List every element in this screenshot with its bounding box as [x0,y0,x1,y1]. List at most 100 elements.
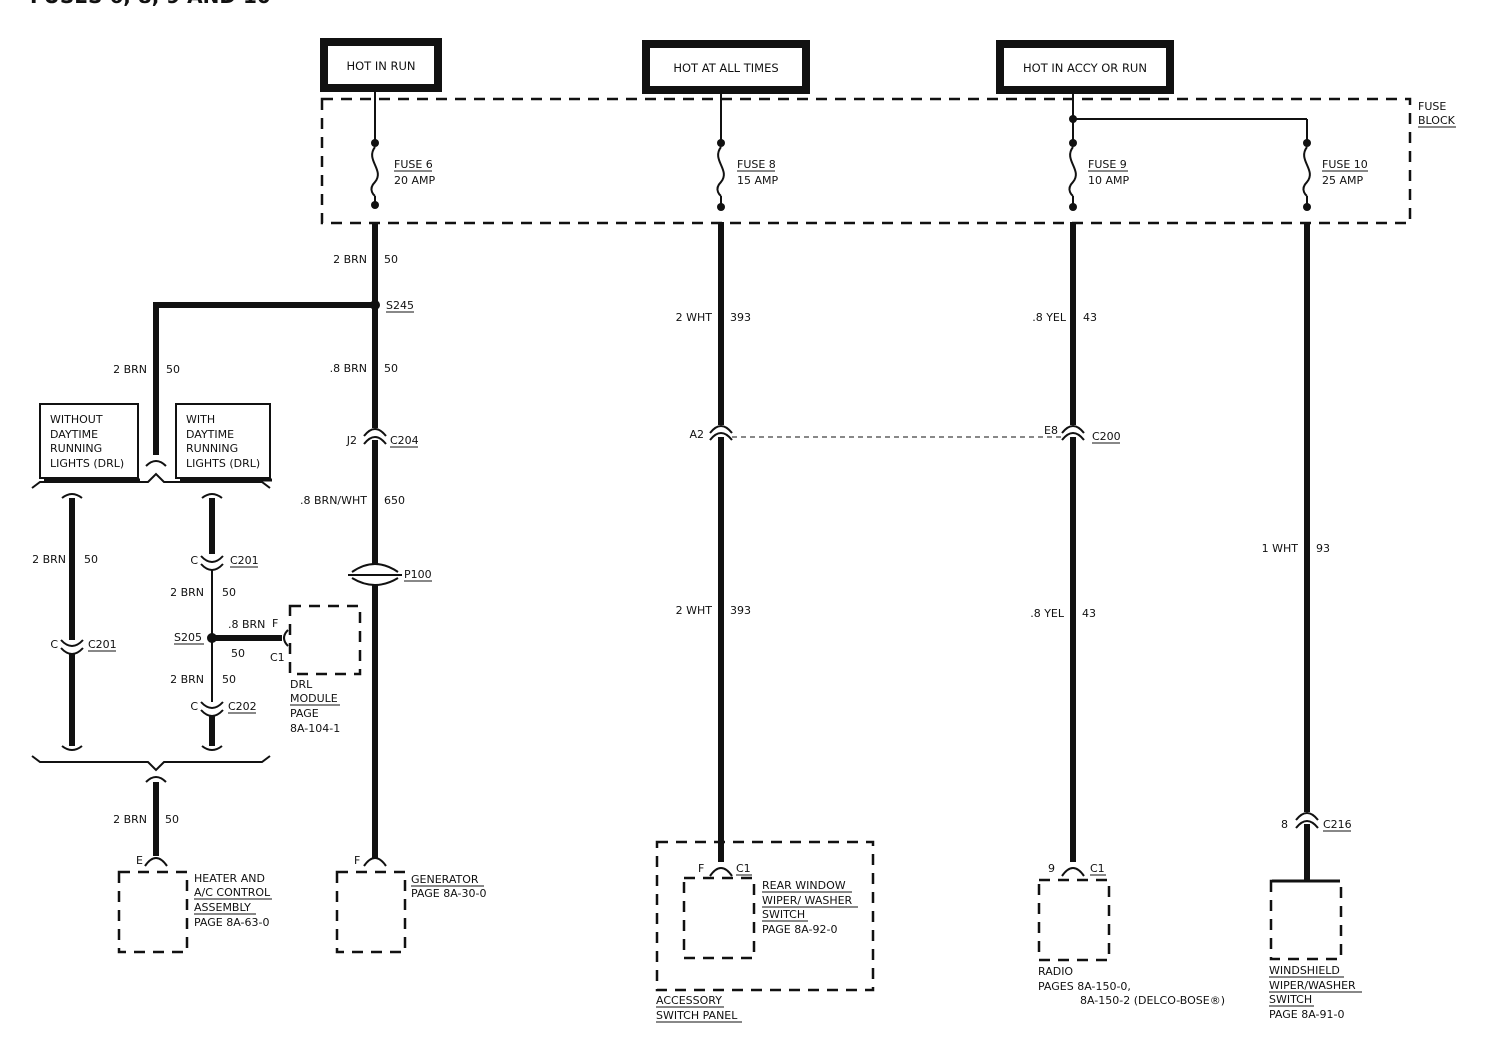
svg-text:8A-104-1: 8A-104-1 [290,722,340,735]
svg-text:C: C [50,638,58,651]
svg-text:LIGHTS (DRL): LIGHTS (DRL) [50,457,124,470]
svg-text:ASSEMBLY: ASSEMBLY [194,901,251,914]
diagram-title: FUSES 6, 8, 9 AND 10 [30,0,271,8]
svg-text:HEATER AND: HEATER AND [194,872,265,885]
svg-text:C201: C201 [88,638,117,651]
svg-text:393: 393 [730,604,751,617]
svg-text:PAGES 8A-150-0,: PAGES 8A-150-0, [1038,980,1131,993]
connector-c200-a2: A2 [689,425,733,441]
svg-text:8: 8 [1281,818,1288,831]
svg-text:2 BRN: 2 BRN [113,813,147,826]
svg-text:.8 BRN/WHT: .8 BRN/WHT [300,494,367,507]
svg-text:C216: C216 [1323,818,1352,831]
fuse-block-label: FUSE [1418,100,1446,113]
wire-s245-left [153,302,375,455]
connector-c202: C C202 [190,700,257,717]
svg-text:C: C [190,554,198,567]
header-hot-at-all-times: HOT AT ALL TIMES [642,40,810,94]
svg-text:50: 50 [222,586,236,599]
svg-text:2 BRN: 2 BRN [333,253,367,266]
svg-text:F: F [272,617,278,630]
svg-text:DRL: DRL [290,678,313,691]
svg-text:.8 BRN: .8 BRN [228,618,265,631]
svg-text:PAGE 8A-91-0: PAGE 8A-91-0 [1269,1008,1344,1021]
svg-text:PAGE: PAGE [290,707,319,720]
rear-wiper-switch-box [682,876,756,960]
splice-s245 [370,300,380,310]
connector-c201-left: C C201 [50,638,117,655]
fuse-9: FUSE 9 10 AMP [1068,92,1307,211]
svg-text:15 AMP: 15 AMP [737,174,779,187]
svg-text:P100: P100 [404,568,432,581]
passthrough-p100: P100 [348,563,432,586]
svg-text:2 BRN: 2 BRN [170,673,204,686]
svg-text:C1: C1 [1090,862,1105,875]
svg-text:ACCESSORY: ACCESSORY [656,994,722,1007]
svg-text:WITH: WITH [186,413,215,426]
svg-text:50: 50 [222,673,236,686]
svg-text:C1: C1 [270,651,285,664]
svg-text:393: 393 [730,311,751,324]
fuse-8: FUSE 8 15 AMP [716,92,779,211]
svg-text:43: 43 [1083,311,1097,324]
svg-text:LIGHTS (DRL): LIGHTS (DRL) [186,457,260,470]
svg-text:PAGE 8A-63-0: PAGE 8A-63-0 [194,916,269,929]
svg-text:F: F [354,854,360,867]
svg-text:A/C CONTROL: A/C CONTROL [194,886,271,899]
svg-text:SWITCH PANEL: SWITCH PANEL [656,1009,738,1022]
svg-text:WITHOUT: WITHOUT [50,413,103,426]
svg-text:C1: C1 [736,862,751,875]
svg-text:RUNNING: RUNNING [186,442,238,455]
svg-text:WINDSHIELD: WINDSHIELD [1269,964,1340,977]
svg-text:HOT IN ACCY OR RUN: HOT IN ACCY OR RUN [1023,61,1147,75]
drl-module-box [288,604,362,676]
svg-text:1 WHT: 1 WHT [1262,542,1299,555]
option-without-drl: WITHOUT DAYTIME RUNNING LIGHTS (DRL) [39,403,140,482]
accessory-switch-panel [655,840,875,992]
svg-text:FUSE 6: FUSE 6 [394,158,433,171]
generator-box [335,870,407,954]
svg-text:PAGE 8A-92-0: PAGE 8A-92-0 [762,923,837,936]
svg-text:E: E [136,854,143,867]
svg-text:FUSE 8: FUSE 8 [737,158,776,171]
fuse-10: FUSE 10 25 AMP [1302,119,1368,211]
svg-text:SWITCH: SWITCH [1269,993,1312,1006]
svg-text:FUSE 10: FUSE 10 [1322,158,1368,171]
svg-text:50: 50 [165,813,179,826]
svg-text:DAYTIME: DAYTIME [50,428,98,441]
svg-text:9: 9 [1048,862,1055,875]
svg-text:C: C [190,700,198,713]
svg-text:GENERATOR: GENERATOR [411,873,479,886]
svg-text:REAR WINDOW: REAR WINDOW [762,879,846,892]
svg-text:50: 50 [166,363,180,376]
svg-text:SWITCH: SWITCH [762,908,805,921]
svg-text:2 BRN: 2 BRN [170,586,204,599]
svg-text:20 AMP: 20 AMP [394,174,436,187]
connector-c216: 8 C216 [1281,812,1352,832]
svg-text:C202: C202 [228,700,257,713]
svg-text:DAYTIME: DAYTIME [186,428,234,441]
svg-text:43: 43 [1082,607,1096,620]
fuse-6: FUSE 6 20 AMP [370,88,436,209]
svg-text:.8 BRN: .8 BRN [330,362,367,375]
svg-text:2 WHT: 2 WHT [676,311,713,324]
svg-text:WIPER/ WASHER: WIPER/ WASHER [762,894,853,907]
svg-text:RADIO: RADIO [1038,965,1073,978]
svg-text:C204: C204 [390,434,419,447]
heater-box [117,870,189,954]
svg-text:50: 50 [384,362,398,375]
connector-c200-e8: E8 C200 [1044,424,1121,444]
windshield-switch-box [1269,879,1343,961]
svg-text:MODULE: MODULE [290,692,338,705]
svg-text:HOT AT ALL TIMES: HOT AT ALL TIMES [673,61,778,75]
header-hot-in-accy-or-run: HOT IN ACCY OR RUN [996,40,1174,94]
svg-text:2 BRN: 2 BRN [32,553,66,566]
svg-text:93: 93 [1316,542,1330,555]
svg-text:C200: C200 [1092,430,1121,443]
svg-text:2 BRN: 2 BRN [113,363,147,376]
svg-text:RUNNING: RUNNING [50,442,102,455]
svg-text:10 AMP: 10 AMP [1088,174,1130,187]
svg-text:25 AMP: 25 AMP [1322,174,1364,187]
svg-text:.8 YEL: .8 YEL [1032,311,1067,324]
